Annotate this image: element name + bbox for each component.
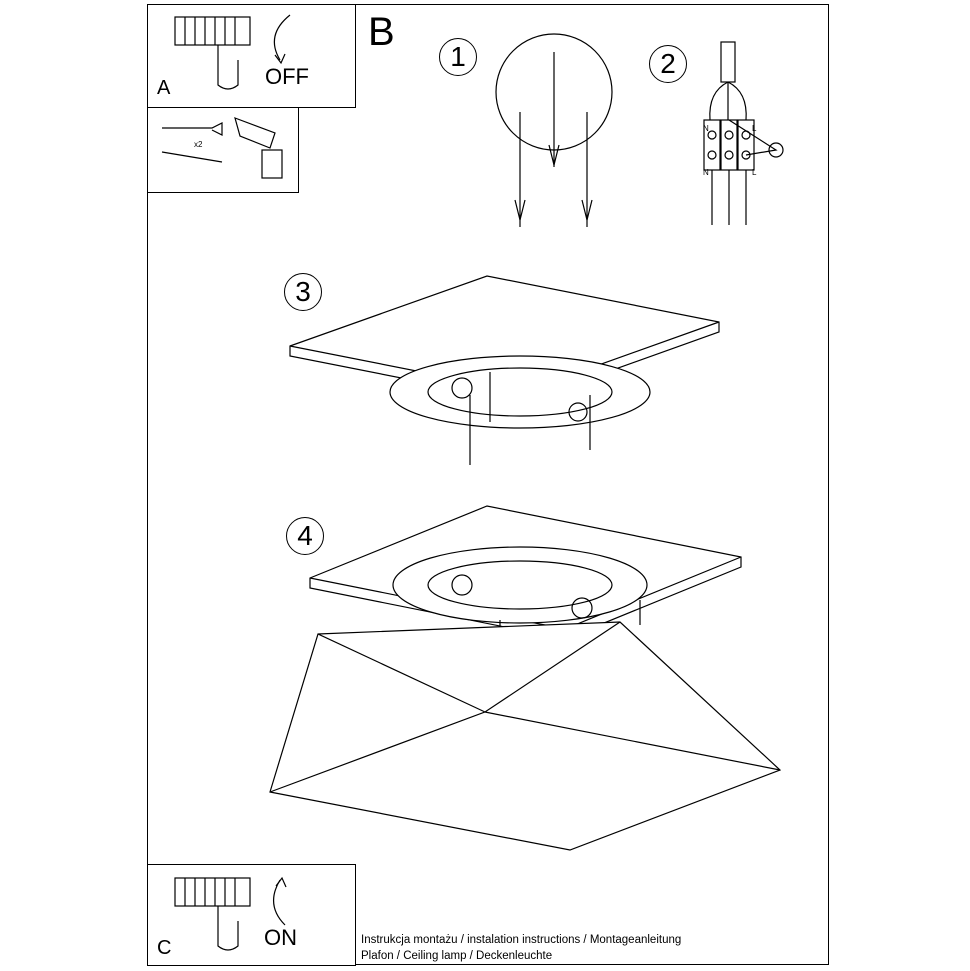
- dowel-quantity: x2: [194, 140, 203, 149]
- panel-a-label: A: [157, 77, 171, 99]
- lampshade-attachment-diagram: [269, 505, 782, 851]
- footer-line-1: Instrukcja montażu / instalation instruc…: [361, 934, 682, 946]
- terminal-neutral-bottom: N: [703, 168, 709, 177]
- drilling-holes-diagram: [495, 33, 613, 227]
- power-on-text: ON: [264, 925, 297, 950]
- footer-line-2: Plafon / Ceiling lamp / Deckenleuchte: [361, 950, 553, 962]
- panel-a-power-off: [147, 4, 356, 108]
- step-4-number: 4: [286, 517, 324, 555]
- footer-text: Instrukcja montażu / instalation instruc…: [361, 932, 681, 964]
- panel-c-label: C: [157, 937, 172, 959]
- terminal-live-bottom: L: [752, 168, 757, 177]
- wiring-terminal-diagram: [703, 41, 784, 225]
- terminal-live-top: L: [752, 124, 757, 133]
- step-1-number: 1: [439, 38, 477, 76]
- step-3-number: 3: [284, 273, 322, 311]
- power-off-text: OFF: [265, 64, 309, 89]
- instruction-sheet-frame: [147, 4, 829, 965]
- mounting-plate-diagram: [289, 275, 720, 465]
- step-2-number: 2: [649, 45, 687, 83]
- panel-b-label: B: [368, 10, 395, 54]
- panel-c-power-on: [147, 864, 356, 966]
- terminal-neutral-top: N: [703, 124, 709, 133]
